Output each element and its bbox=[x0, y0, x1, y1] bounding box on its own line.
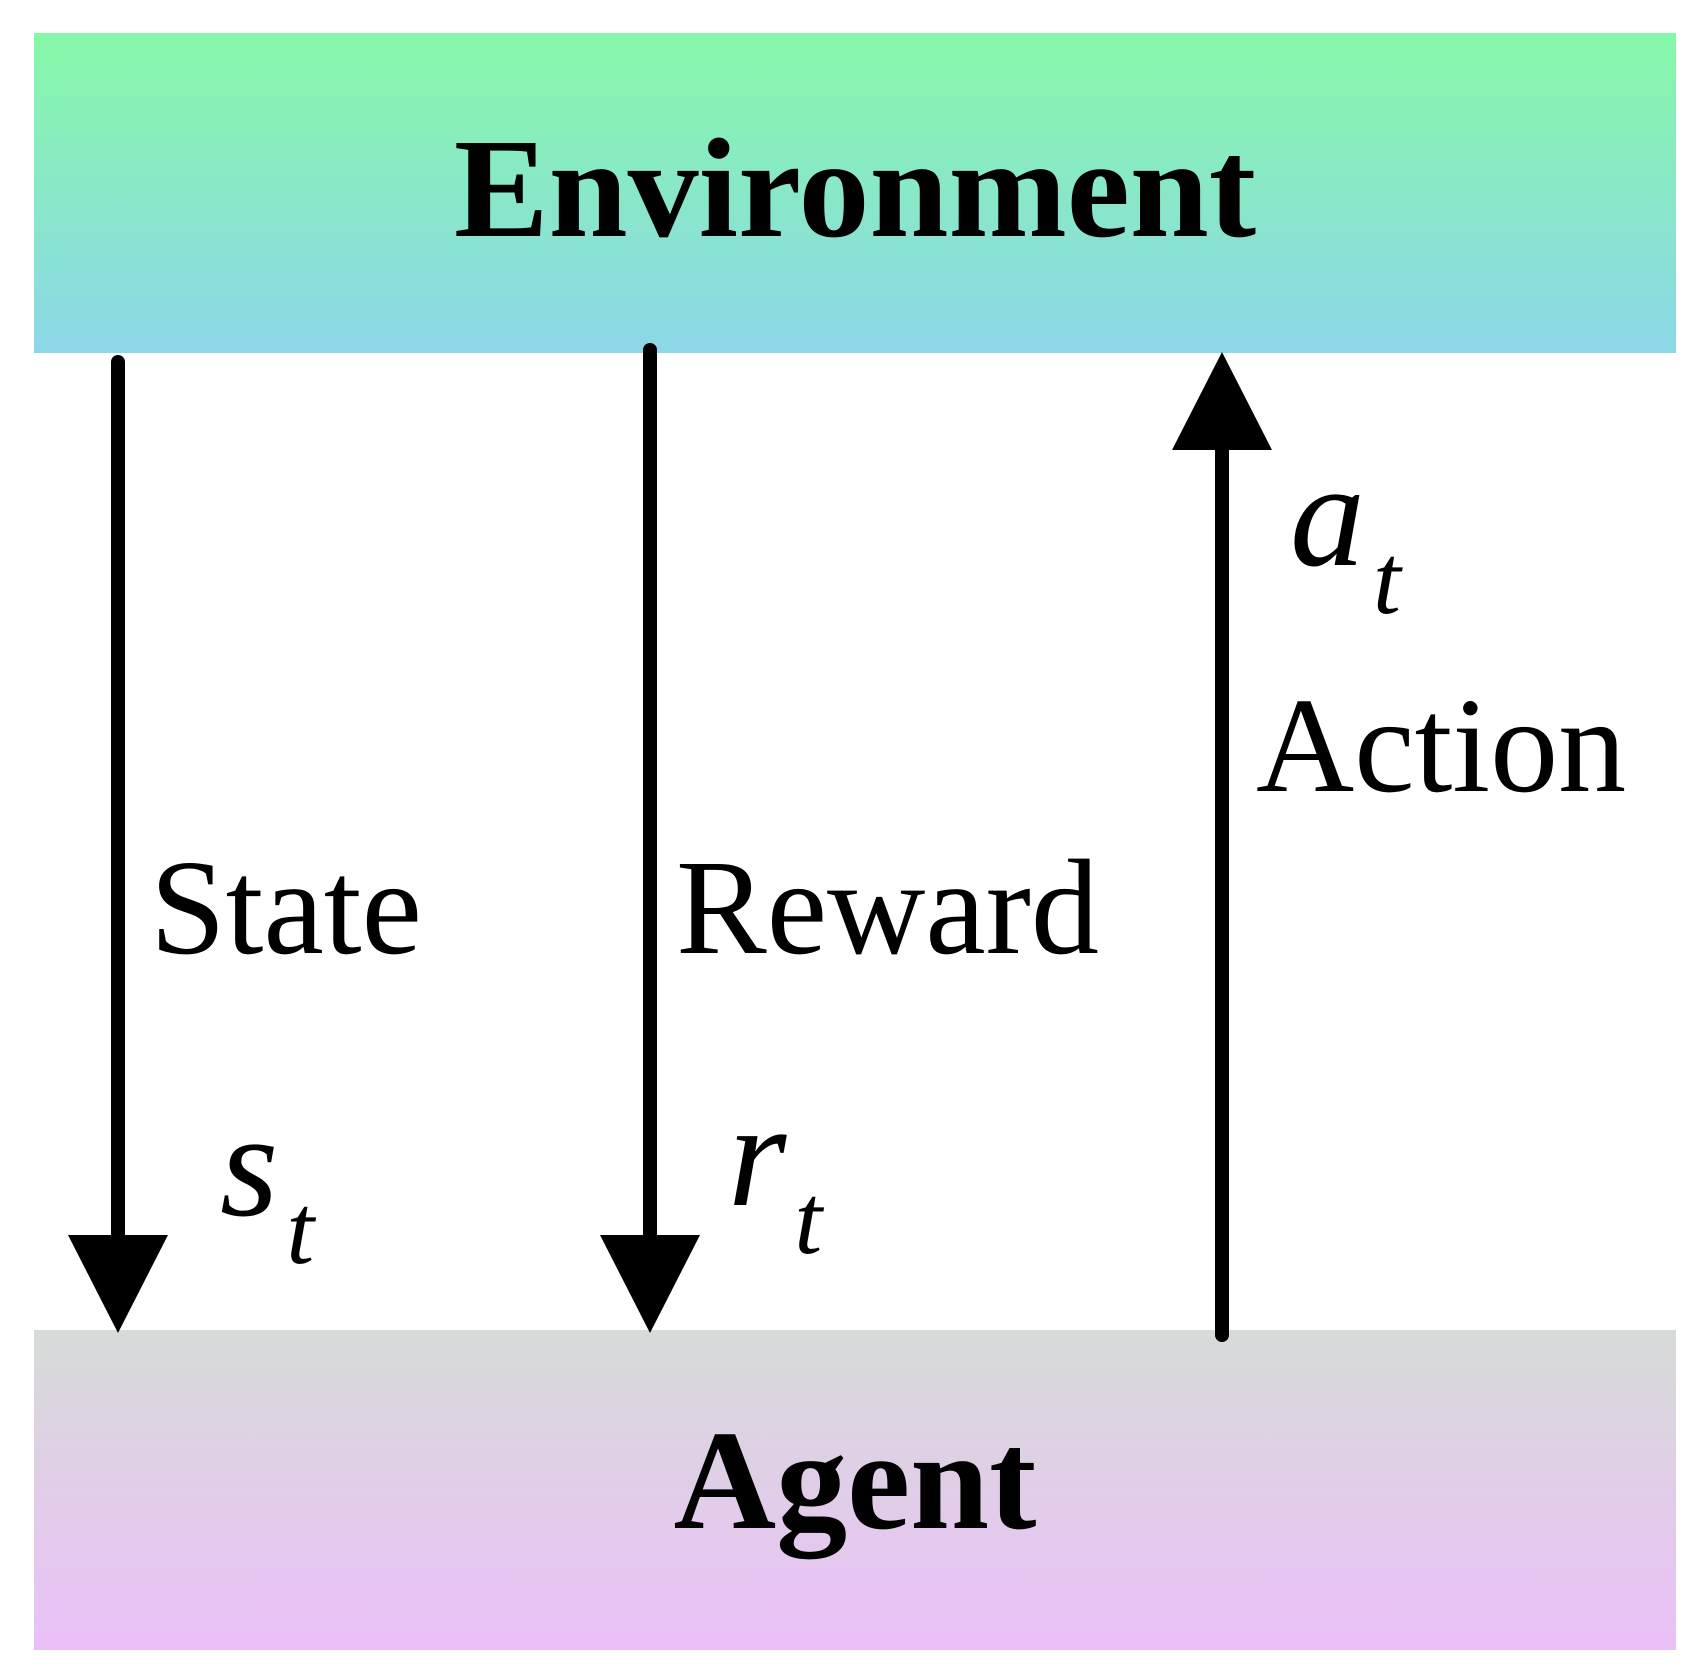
action-label: Action bbox=[1256, 671, 1627, 821]
state-label: State bbox=[150, 833, 422, 983]
agent-box: Agent bbox=[34, 1330, 1676, 1650]
reward-label: Reward bbox=[676, 833, 1099, 983]
environment-box: Environment bbox=[34, 33, 1676, 353]
reward-symbol-main: r bbox=[728, 1072, 787, 1238]
action-symbol-main: a bbox=[1290, 432, 1365, 598]
environment-label: Environment bbox=[453, 109, 1257, 267]
state-symbol-main: s bbox=[220, 1082, 279, 1248]
agent-label: Agent bbox=[673, 1401, 1037, 1559]
state-symbol-subscript: t bbox=[286, 1174, 315, 1285]
reward-symbol-subscript: t bbox=[794, 1164, 823, 1275]
action-symbol-subscript: t bbox=[1373, 524, 1401, 635]
reward-symbol: rt bbox=[728, 1080, 822, 1270]
action-symbol: at bbox=[1290, 440, 1401, 630]
reward-arrow bbox=[600, 343, 700, 1333]
state-arrow bbox=[68, 355, 168, 1333]
state-symbol: st bbox=[220, 1090, 314, 1280]
action-arrow bbox=[1172, 352, 1272, 1342]
